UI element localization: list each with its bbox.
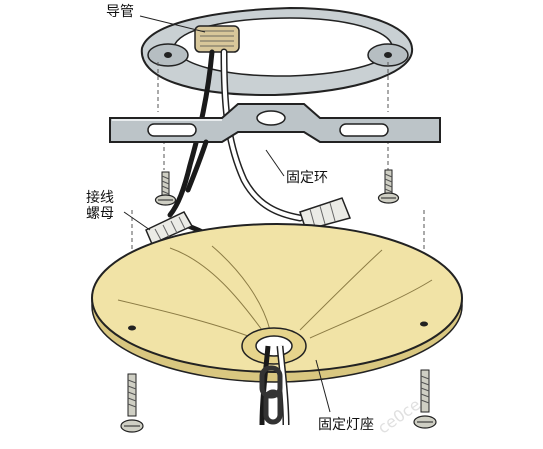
strap-screw-right xyxy=(377,169,400,204)
fixture-canopy xyxy=(91,223,463,383)
fixture-base-leader-line xyxy=(315,359,331,413)
canopy-screw-left xyxy=(120,373,144,433)
conduit-label: 导管 xyxy=(106,4,134,20)
fixture-chain-and-leads xyxy=(259,345,290,426)
black-wire-front xyxy=(185,139,209,193)
mounting-strap-label: 固定环 xyxy=(286,170,328,186)
watermark-text: ce0ce xyxy=(374,395,424,438)
wire-nut-label-line1: 接线 xyxy=(86,190,114,206)
wire-nut-label: 接线 螺母 xyxy=(86,190,120,222)
conduit-leader-line xyxy=(139,15,206,33)
conduit-fitting xyxy=(194,25,240,53)
canopy-screw-right xyxy=(413,369,437,429)
fixture-base-label: 固定灯座 xyxy=(318,417,374,433)
ceiling-electrical-box xyxy=(140,6,414,97)
wire-nut-leader-line xyxy=(123,211,151,231)
supply-wires xyxy=(167,48,304,222)
mounting-strap-leader-line xyxy=(265,149,285,177)
wire-nut-left xyxy=(145,211,194,245)
wire-nut-label-line2: 螺母 xyxy=(86,206,114,223)
mounting-strap xyxy=(109,103,441,143)
strap-screw-left xyxy=(154,171,177,206)
